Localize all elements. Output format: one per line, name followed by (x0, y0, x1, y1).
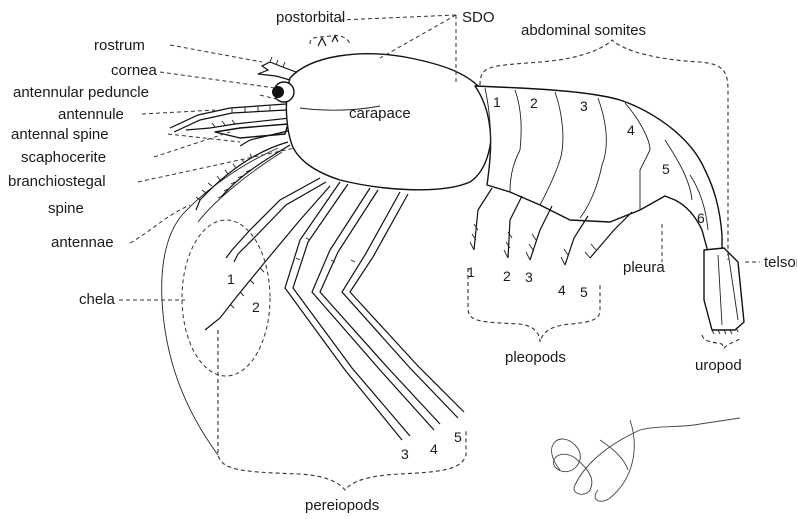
somite-number: 5 (662, 161, 670, 177)
pereiopod-number: 5 (454, 429, 462, 445)
signature-mark (552, 418, 740, 501)
label-cornea: cornea (111, 62, 158, 79)
label-carapace: carapace (349, 105, 411, 122)
label-branchiostegal: branchiostegal (8, 173, 106, 190)
chelipeds (205, 178, 330, 330)
pereiopod-number: 4 (430, 441, 438, 457)
somite-number: 3 (580, 98, 588, 114)
label-antennule: antennule (58, 106, 124, 123)
label-postorbital: postorbital (276, 9, 345, 26)
label-branchiostegal-spine: spine (48, 200, 84, 217)
label-rostrum: rostrum (94, 37, 145, 54)
pleopod-number: 5 (580, 284, 588, 300)
pleopod-number: 3 (525, 269, 533, 285)
pleopod-number: 4 (558, 282, 566, 298)
pleopod-number: 1 (467, 264, 475, 280)
label-chela: chela (79, 291, 116, 308)
label-antennae: antennae (51, 234, 114, 251)
label-antennular-peduncle: antennular peduncle (13, 84, 149, 101)
pereiopod-number: 3 (401, 446, 409, 462)
antennae-flagella (162, 142, 290, 455)
label-abdominal-somites: abdominal somites (521, 22, 646, 39)
label-antennal-spine: antennal spine (11, 126, 109, 143)
pleopod-number: 2 (503, 268, 511, 284)
chela-ellipse (182, 220, 270, 376)
antennule-group (170, 104, 292, 146)
walking-legs (285, 182, 464, 440)
chela-number: 2 (252, 299, 260, 315)
label-telson: telson (764, 254, 797, 271)
somite-number: 1 (493, 94, 501, 110)
label-uropod: uropod (695, 357, 742, 374)
chela-number: 1 (227, 271, 235, 287)
label-pleopods: pleopods (505, 349, 566, 366)
label-sdo: SDO (462, 9, 495, 26)
somite-number: 4 (627, 122, 635, 138)
somite-number: 2 (530, 95, 538, 111)
label-scaphocerite: scaphocerite (21, 149, 106, 166)
somite-number: 6 (697, 210, 705, 226)
label-pleura: pleura (623, 259, 665, 276)
label-pereiopods: pereiopods (305, 497, 379, 514)
